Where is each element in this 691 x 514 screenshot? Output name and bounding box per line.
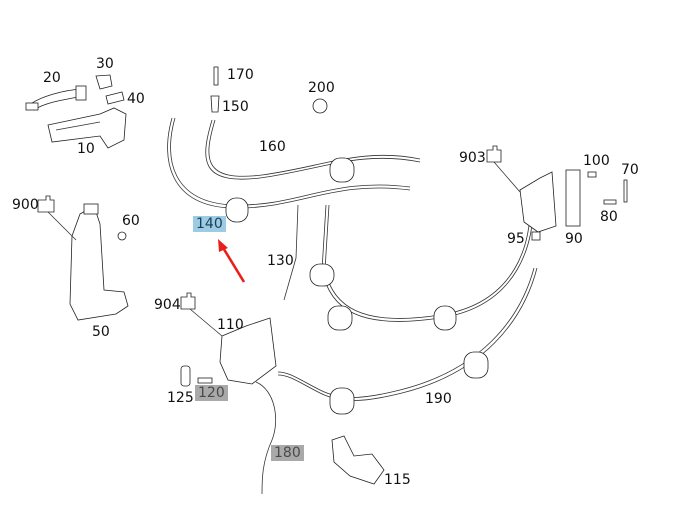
callout-110[interactable]: 110 bbox=[217, 317, 244, 333]
callout-40[interactable]: 40 bbox=[127, 91, 145, 107]
symbol-903 bbox=[486, 145, 502, 163]
callout-90[interactable]: 90 bbox=[565, 231, 583, 247]
callout-903[interactable]: 903 bbox=[459, 150, 486, 166]
callout-150[interactable]: 150 bbox=[222, 99, 249, 115]
symbol-904 bbox=[180, 292, 196, 310]
callout-115[interactable]: 115 bbox=[384, 472, 411, 488]
callout-904[interactable]: 904 bbox=[154, 297, 181, 313]
callout-100[interactable]: 100 bbox=[583, 153, 610, 169]
part-170-pin[interactable] bbox=[213, 66, 219, 86]
callout-140-selected[interactable]: 140 bbox=[193, 216, 226, 232]
callout-160[interactable]: 160 bbox=[259, 139, 286, 155]
part-50-inner-handle[interactable] bbox=[69, 203, 129, 321]
callout-120[interactable]: 120 bbox=[195, 385, 228, 401]
callout-180[interactable]: 180 bbox=[271, 445, 304, 461]
symbol-900 bbox=[37, 195, 55, 213]
part-80-screw[interactable] bbox=[603, 199, 617, 205]
part-90-bracket[interactable] bbox=[565, 169, 581, 227]
part-150-plug[interactable] bbox=[210, 95, 220, 113]
callout-10[interactable]: 10 bbox=[77, 141, 95, 157]
part-10-handle-carrier[interactable] bbox=[47, 107, 127, 149]
part-190-cable[interactable] bbox=[277, 267, 538, 415]
part-140-cable[interactable] bbox=[167, 117, 411, 223]
part-70-striker[interactable] bbox=[623, 179, 628, 203]
part-115-cover[interactable] bbox=[331, 435, 385, 485]
callout-200[interactable]: 200 bbox=[308, 80, 335, 96]
callout-170[interactable]: 170 bbox=[227, 67, 254, 83]
cable-loop[interactable] bbox=[309, 199, 534, 331]
callout-900[interactable]: 900 bbox=[12, 197, 39, 213]
callout-130[interactable]: 130 bbox=[267, 253, 294, 269]
callout-95[interactable]: 95 bbox=[507, 231, 525, 247]
part-120-screw[interactable] bbox=[197, 377, 213, 384]
red-arrow-icon bbox=[218, 239, 246, 283]
part-200-grommet[interactable] bbox=[312, 98, 328, 114]
callout-190[interactable]: 190 bbox=[425, 391, 452, 407]
part-180-cable[interactable] bbox=[255, 381, 277, 495]
part-160-cable[interactable] bbox=[205, 119, 421, 183]
callout-20[interactable]: 20 bbox=[43, 70, 61, 86]
part-20-door-handle[interactable] bbox=[25, 85, 87, 111]
part-125-seal[interactable] bbox=[180, 365, 191, 387]
part-40-cover[interactable] bbox=[105, 91, 125, 105]
callout-80[interactable]: 80 bbox=[600, 209, 618, 225]
callout-30[interactable]: 30 bbox=[96, 56, 114, 72]
part-100-screw[interactable] bbox=[587, 171, 597, 178]
part-95-door-lock[interactable] bbox=[519, 171, 557, 241]
callout-125[interactable]: 125 bbox=[167, 390, 194, 406]
part-60-screw[interactable] bbox=[117, 231, 127, 241]
callout-60[interactable]: 60 bbox=[122, 213, 140, 229]
callout-70[interactable]: 70 bbox=[621, 162, 639, 178]
part-130-rod[interactable] bbox=[283, 204, 299, 301]
part-110-door-lock[interactable] bbox=[219, 317, 277, 385]
callout-50[interactable]: 50 bbox=[92, 324, 110, 340]
part-30-cap[interactable] bbox=[95, 74, 113, 90]
